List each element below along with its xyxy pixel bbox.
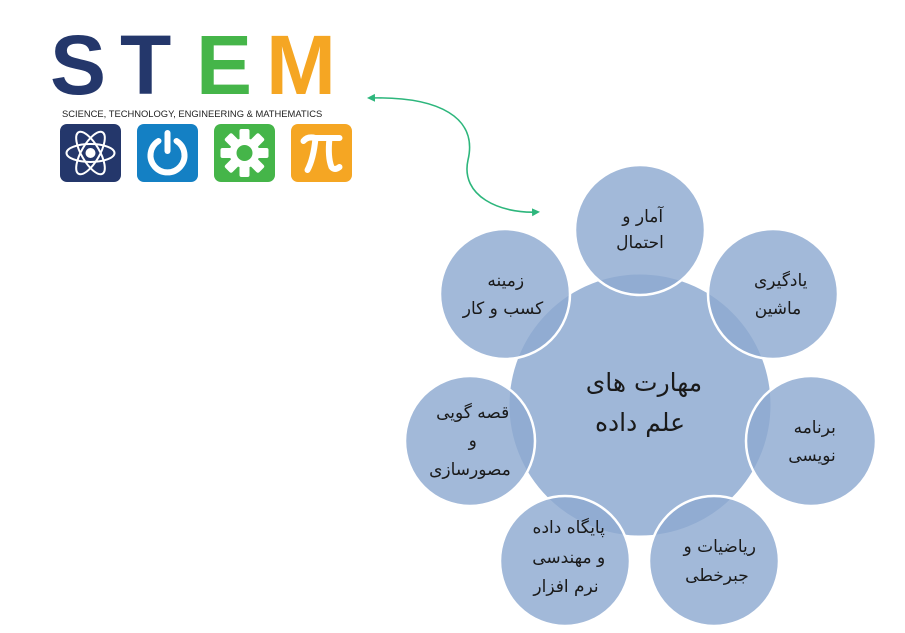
node-stats-line-1: آمار و bbox=[621, 205, 664, 227]
center-title-line-2: علم داده bbox=[595, 408, 685, 438]
svg-text:ریاضیات و جبرخطی: ریاضیات و جبرخطی bbox=[678, 537, 756, 586]
node-ml-line-2: ماشین bbox=[755, 299, 802, 319]
node-programming-line-1: برنامه bbox=[794, 418, 836, 438]
logo-letter-t: T bbox=[120, 18, 171, 112]
gear-icon bbox=[214, 124, 275, 182]
center-title-line-1: مهارت های bbox=[586, 368, 702, 398]
node-ml-line-1: یادگیری bbox=[754, 270, 808, 291]
node-database-line-2: و مهندسی bbox=[532, 548, 605, 568]
pi-icon bbox=[291, 124, 352, 182]
node-database: پایگاه داده و مهندسی نرم افزار bbox=[498, 494, 632, 628]
atom-icon bbox=[60, 124, 121, 182]
node-storytelling: قصه گویی و مصورسازی bbox=[403, 374, 537, 508]
skills-diagram: آمار و احتمال یادگیری ماشین برنامه نویسی… bbox=[403, 163, 878, 628]
logo-letter-m: M bbox=[266, 18, 336, 112]
node-database-line-1: پایگاه داده bbox=[533, 517, 606, 538]
node-storytelling-line-3: مصورسازی bbox=[429, 460, 511, 480]
logo-letter-e: E bbox=[196, 18, 252, 112]
power-icon bbox=[137, 124, 198, 182]
node-programming: برنامه نویسی bbox=[744, 374, 878, 508]
svg-text:زمینه کسب و کار: زمینه کسب و کار bbox=[462, 271, 544, 319]
node-database-line-3: نرم افزار bbox=[532, 577, 598, 597]
node-business-line-1: زمینه bbox=[487, 271, 524, 291]
node-business-line-2: کسب و کار bbox=[462, 299, 544, 319]
node-storytelling-line-2: و bbox=[468, 431, 477, 451]
node-programming-line-2: نویسی bbox=[788, 446, 836, 466]
svg-text:یادگیری ماشین: یادگیری ماشین bbox=[749, 270, 808, 319]
node-math-line-2: جبرخطی bbox=[685, 566, 749, 586]
svg-text:پایگاه داده و مهندسی: پایگاه داده و مهندسی نرم افزار bbox=[527, 517, 605, 597]
svg-text:مهارت های علم داده: مهارت های علم داده bbox=[578, 368, 702, 438]
logo-tagline: SCIENCE, TECHNOLOGY, ENGINEERING & MATHE… bbox=[62, 108, 322, 119]
node-stats: آمار و احتمال bbox=[573, 163, 707, 297]
node-ml: یادگیری ماشین bbox=[706, 227, 840, 361]
logo-letter-s: S bbox=[50, 18, 106, 112]
node-storytelling-line-1: قصه گویی bbox=[436, 402, 509, 423]
stem-logo: S T E M SCIENCE, TECHNOLOGY, ENGINEERING… bbox=[50, 18, 352, 182]
svg-text:برنامه نویسی: برنامه نویسی bbox=[788, 418, 836, 466]
node-business: زمینه کسب و کار bbox=[438, 227, 572, 361]
node-math-line-1: ریاضیات و bbox=[682, 537, 755, 557]
node-stats-line-2: احتمال bbox=[616, 233, 664, 253]
connector-arrow bbox=[367, 93, 540, 217]
svg-text:قصه گویی و مصو: قصه گویی و مصورسازی bbox=[429, 402, 511, 480]
svg-text:آمار و احتمال: آمار و احتمال bbox=[616, 205, 664, 253]
node-math: ریاضیات و جبرخطی bbox=[647, 494, 781, 628]
